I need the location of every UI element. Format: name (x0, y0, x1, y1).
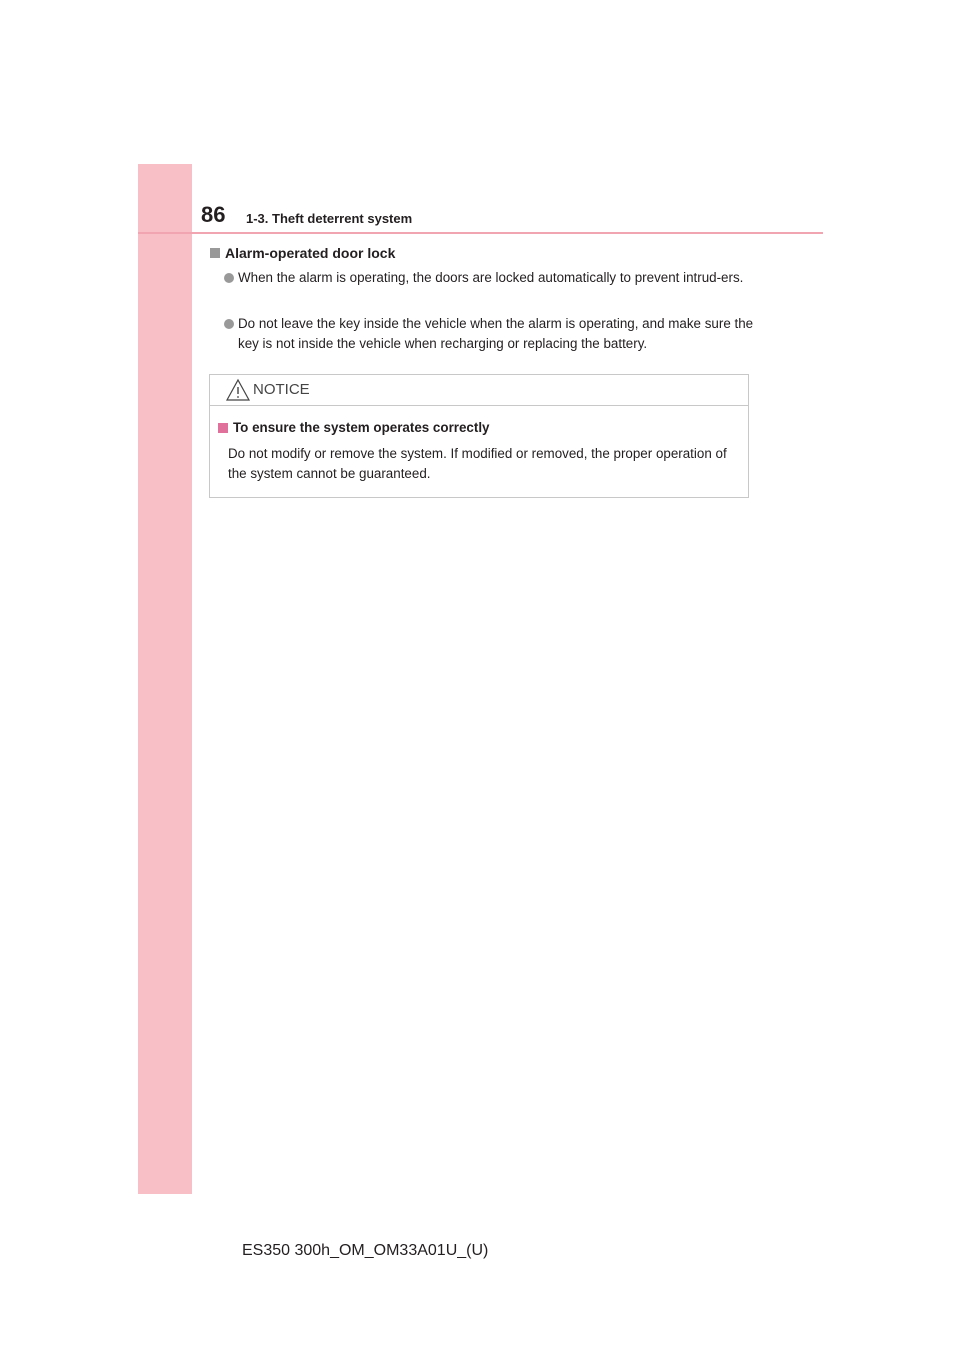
notice-heading: To ensure the system operates correctly (218, 419, 490, 437)
sub-heading: Alarm-operated door lock (210, 244, 395, 262)
notice-body: Do not modify or remove the system. If m… (228, 446, 727, 481)
page-sidebar-band (138, 164, 192, 1194)
notice-box: NOTICE To ensure the system operates cor… (209, 374, 749, 498)
page-number: 86 (201, 202, 226, 227)
square-bullet-icon (218, 423, 228, 433)
bullet-item: When the alarm is operating, the doors a… (224, 268, 754, 288)
bullet-text: Do not leave the key inside the vehicle … (238, 316, 754, 351)
bullet-text: When the alarm is operating, the doors a… (238, 270, 744, 285)
sub-heading-text: Alarm-operated door lock (225, 245, 396, 261)
header-divider (138, 232, 823, 234)
circle-bullet-icon (224, 319, 234, 329)
section-title: 1-3. Theft deterrent system (246, 211, 413, 226)
notice-heading-text: To ensure the system operates correctly (233, 420, 490, 435)
circle-bullet-icon (224, 273, 234, 283)
notice-title: NOTICE (253, 381, 310, 398)
notice-header: NOTICE (210, 375, 748, 406)
bullet-item: Do not leave the key inside the vehicle … (224, 314, 754, 353)
warning-triangle-icon (225, 378, 251, 401)
document-code: ES350 300h_OM_OM33A01U_(U) (242, 1242, 489, 1259)
square-bullet-icon (210, 248, 220, 258)
